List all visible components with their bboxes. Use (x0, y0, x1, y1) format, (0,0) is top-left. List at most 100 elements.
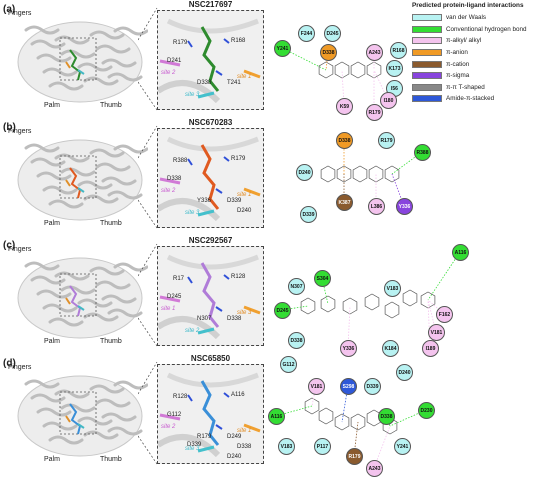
protein-ribbon (17, 139, 148, 221)
residue-p117: P117 (314, 438, 331, 455)
site-label: site 2 (161, 188, 176, 194)
residue-y336: Y336 (340, 340, 357, 357)
compound-name: NSC670283 (188, 118, 233, 127)
site-label: site 1 (237, 428, 252, 434)
zoom-residue-label: N307 (197, 316, 212, 322)
compound-name: NSC65850 (190, 354, 231, 363)
legend-item: π-anion (412, 47, 550, 59)
zoom-residue-label: R179 (231, 156, 246, 162)
ligand-2d-structure (281, 251, 461, 349)
legend-item: π-π T-shaped (412, 82, 550, 94)
zoom-residue-label: D240 (227, 454, 242, 460)
site-label: site 2 (185, 328, 200, 334)
zoom-ligand (158, 136, 261, 222)
residue-r179: R179 (346, 448, 363, 465)
residue-i180: I180 (380, 92, 397, 109)
residue-a243: A243 (366, 44, 383, 61)
zoom-ligand (158, 18, 261, 104)
protein-ribbon (17, 21, 148, 103)
site-label: site 1 (237, 74, 252, 80)
protein-label-palm: Palm (44, 338, 60, 345)
residue-a243: A243 (366, 460, 383, 477)
residue-d245: D245 (324, 25, 341, 42)
legend-label: π-cation (446, 60, 470, 68)
residue-r179: R179 (366, 104, 383, 121)
site-label: site 1 (161, 306, 176, 312)
legend-label: van der Waals (446, 14, 487, 22)
zoom-residue-label: D339 (187, 442, 202, 448)
residue-r179: R179 (378, 132, 395, 149)
legend-label: π-anion (446, 49, 468, 57)
residue-k184: K184 (382, 340, 399, 357)
zoom-residue-label: G112 (167, 412, 182, 418)
zoom-connector (138, 361, 158, 465)
interaction-legend: Predicted protein-ligand interactions va… (412, 2, 550, 105)
legend-swatch (412, 49, 442, 57)
legend-item: π-sigma (412, 70, 550, 82)
legend-swatch (412, 83, 442, 91)
zoom-residue-label: D338 (227, 316, 242, 322)
binding-site-zoom (157, 246, 264, 346)
protein-structure (8, 128, 148, 226)
legend-label: Amide-π-stacked (446, 95, 495, 103)
residue-a116: A116 (452, 244, 469, 261)
zoom-residue-label: T241 (227, 80, 241, 86)
panel-label: (b) (3, 122, 16, 133)
zoom-residue-label: R128 (173, 394, 188, 400)
legend-item: π-cation (412, 58, 550, 70)
residue-y336: Y336 (396, 198, 413, 215)
protein-label-thumb: Thumb (100, 338, 122, 345)
site-label: site 2 (161, 424, 176, 430)
binding-site-zoom (157, 128, 264, 228)
residue-d245: D245 (274, 302, 291, 319)
residue-a116: A116 (268, 408, 285, 425)
residue-y241: Y241 (394, 438, 411, 455)
residue-f162: F162 (436, 306, 453, 323)
residue-d338: D338 (288, 332, 305, 349)
legend-swatch (412, 72, 442, 80)
site-label: site 3 (237, 310, 252, 316)
zoom-residue-label: D338 (197, 80, 212, 86)
protein-label-fingers: Fingers (8, 10, 32, 17)
residue-g112: G112 (280, 356, 297, 373)
protein-label-palm: Palm (44, 456, 60, 463)
protein-ribbon (17, 257, 148, 339)
site-label: site 3 (185, 446, 200, 452)
zoom-residue-label: D339 (227, 198, 242, 204)
residue-s298: S298 (340, 378, 357, 395)
legend-swatch (412, 14, 442, 22)
residue-l386: L386 (368, 198, 385, 215)
zoom-residue-label: D240 (237, 208, 252, 214)
zoom-residue-label: R179 (173, 40, 188, 46)
residue-d339: D339 (364, 378, 381, 395)
legend-swatch (412, 95, 442, 103)
protein-label-fingers: Fingers (8, 246, 32, 253)
legend-item: van der Waals (412, 12, 550, 24)
binding-site-zoom (157, 364, 264, 464)
zoom-residue-label: R128 (231, 274, 246, 280)
zoom-residue-label: D249 (227, 434, 242, 440)
residue-d230: D230 (418, 402, 435, 419)
residue-y241: Y241 (274, 40, 291, 57)
zoom-connector (138, 7, 158, 111)
site-label: site 1 (237, 192, 252, 198)
legend-title: Predicted protein-ligand interactions (412, 2, 524, 9)
zoom-ligand (158, 372, 261, 458)
residue-d338: D338 (378, 408, 395, 425)
protein-structure (8, 364, 148, 462)
site-label: site 3 (185, 92, 200, 98)
residue-f244: F244 (298, 25, 315, 42)
residue-n307: N307 (288, 278, 305, 295)
residue-r168: R168 (390, 42, 407, 59)
protein-label-fingers: Fingers (8, 364, 32, 371)
protein-label-thumb: Thumb (100, 102, 122, 109)
residue-k173: K173 (386, 60, 403, 77)
zoom-connector (138, 243, 158, 347)
zoom-residue-label: R179 (197, 434, 212, 440)
